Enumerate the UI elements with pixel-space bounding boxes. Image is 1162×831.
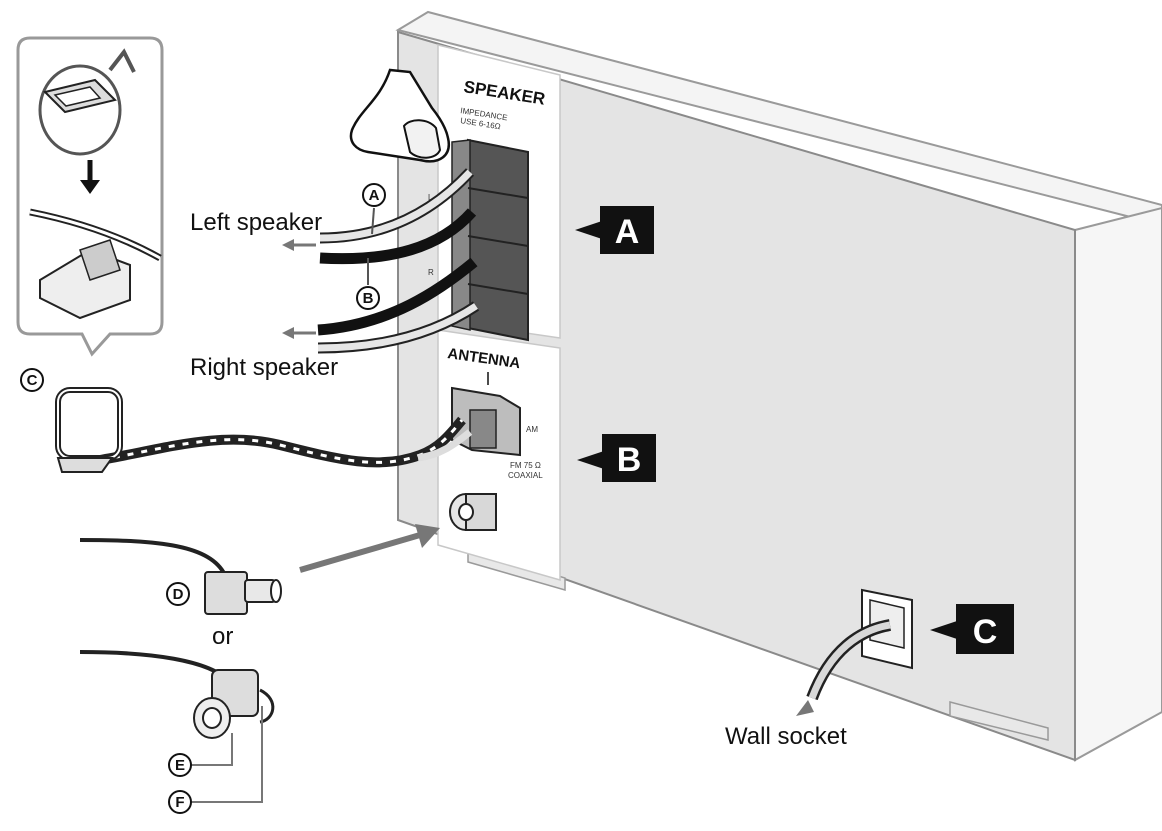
callout-c: C [20, 368, 44, 392]
badge-c-letter: C [973, 613, 998, 651]
callout-d-letter: D [173, 586, 184, 603]
speaker-cables [317, 168, 480, 354]
callout-a-letter: A [369, 187, 380, 204]
callout-e-letter: E [175, 757, 185, 774]
callout-b-letter: B [363, 290, 374, 307]
callout-c-letter: C [27, 372, 38, 389]
left-speaker-arrow [282, 239, 316, 251]
stereo-unit [395, 10, 1162, 762]
callout-b: B [356, 258, 380, 310]
callout-a: A [362, 183, 386, 235]
terminal-l-label: L [428, 193, 433, 202]
right-speaker-label: Right speaker [190, 354, 338, 381]
badge-a: A [575, 206, 654, 254]
badge-a-letter: A [615, 213, 640, 251]
fm-label-line-1: FM 75 Ω [510, 461, 541, 470]
am-loop-antenna [55, 387, 123, 473]
badge-c: C [930, 604, 1014, 654]
assembly-inset [16, 36, 164, 357]
fm-connector-d [79, 538, 282, 615]
badge-b-letter: B [617, 441, 642, 479]
wall-socket-label: Wall socket [725, 723, 847, 750]
left-speaker-label: Left speaker [190, 209, 322, 236]
power-cord [796, 619, 892, 716]
fm-label-line-2: COAXIAL [508, 471, 543, 480]
terminal-r-label: R [428, 268, 434, 277]
am-terminal-label: AM [526, 425, 538, 434]
fm-insert-arrow [299, 524, 440, 573]
callout-f: F [168, 706, 263, 814]
am-antenna-cable [99, 416, 473, 468]
right-speaker-arrow [282, 327, 316, 339]
finger-illustration [349, 68, 451, 163]
or-label: or [212, 623, 233, 650]
fm-connector-ef [79, 650, 275, 739]
callout-d: D [166, 582, 190, 606]
badge-b: B [577, 434, 656, 482]
callout-e: E [168, 733, 233, 777]
am-antenna-terminal [451, 372, 521, 457]
callout-f-letter: F [175, 794, 184, 811]
fm-coaxial-socket [449, 493, 497, 531]
